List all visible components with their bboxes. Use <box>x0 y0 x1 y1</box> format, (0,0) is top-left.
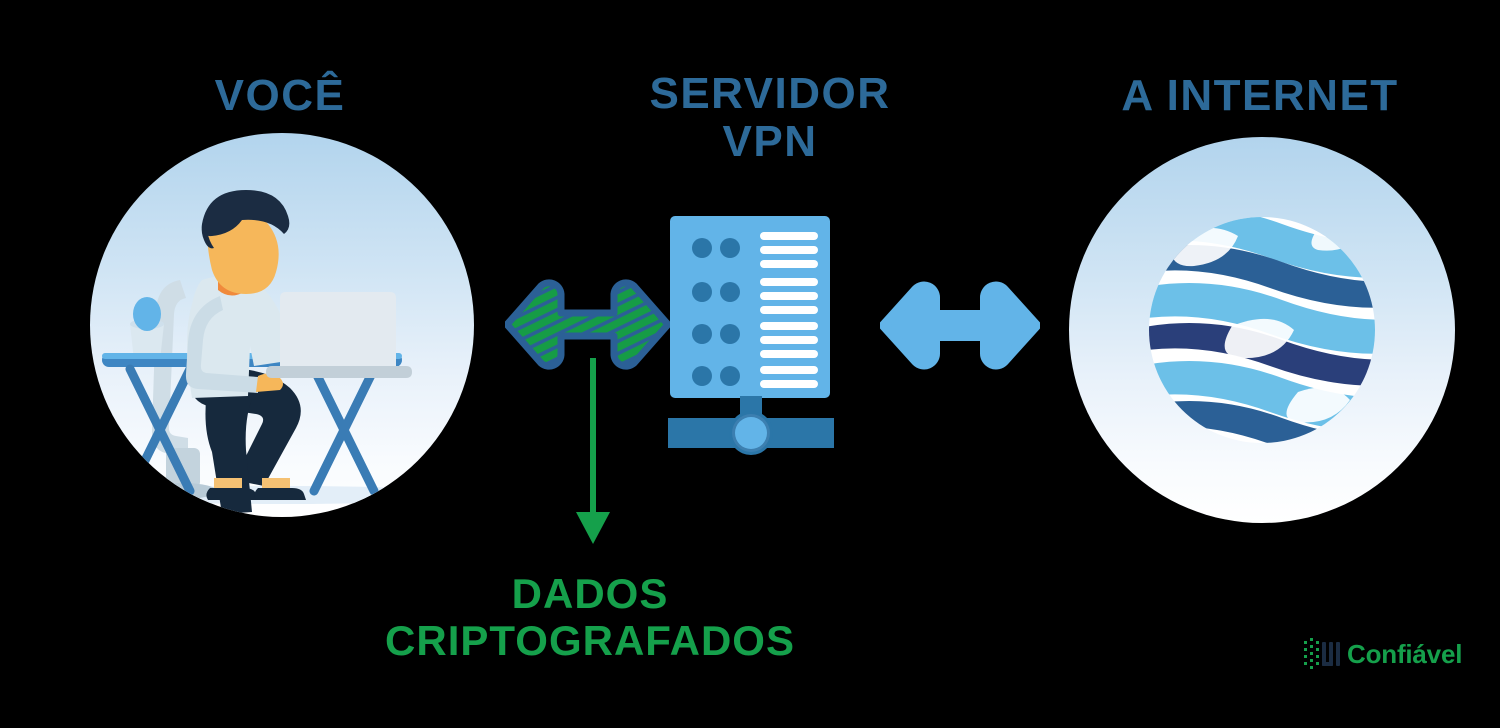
server-rack-icon <box>668 216 834 455</box>
connector-encrypted-callout <box>548 352 638 552</box>
connector-you-to-vpn <box>503 272 672 377</box>
person-at-desk-illustration <box>90 133 474 517</box>
node-you <box>62 128 502 528</box>
node-vpn-server <box>660 210 880 480</box>
globe-icon <box>1069 137 1455 523</box>
connector-vpn-to-internet <box>879 278 1041 373</box>
node-internet <box>1062 130 1462 530</box>
double-arrow-icon <box>879 281 1041 370</box>
brand-logo: Confiável <box>1304 637 1462 671</box>
node-title-you: VOCÊ <box>214 71 346 120</box>
encrypted-data-label: DADOS CRIPTOGRAFADOS <box>385 570 795 665</box>
double-arrow-striped-icon <box>503 279 672 370</box>
node-title-vpn: SERVIDOR VPN <box>649 69 891 166</box>
brand-logo-text: Confiável <box>1347 639 1463 669</box>
node-title-internet: A INTERNET <box>1121 71 1399 120</box>
arrow-down-icon <box>576 358 610 544</box>
dotted-blocks-logo-icon <box>1304 638 1340 669</box>
